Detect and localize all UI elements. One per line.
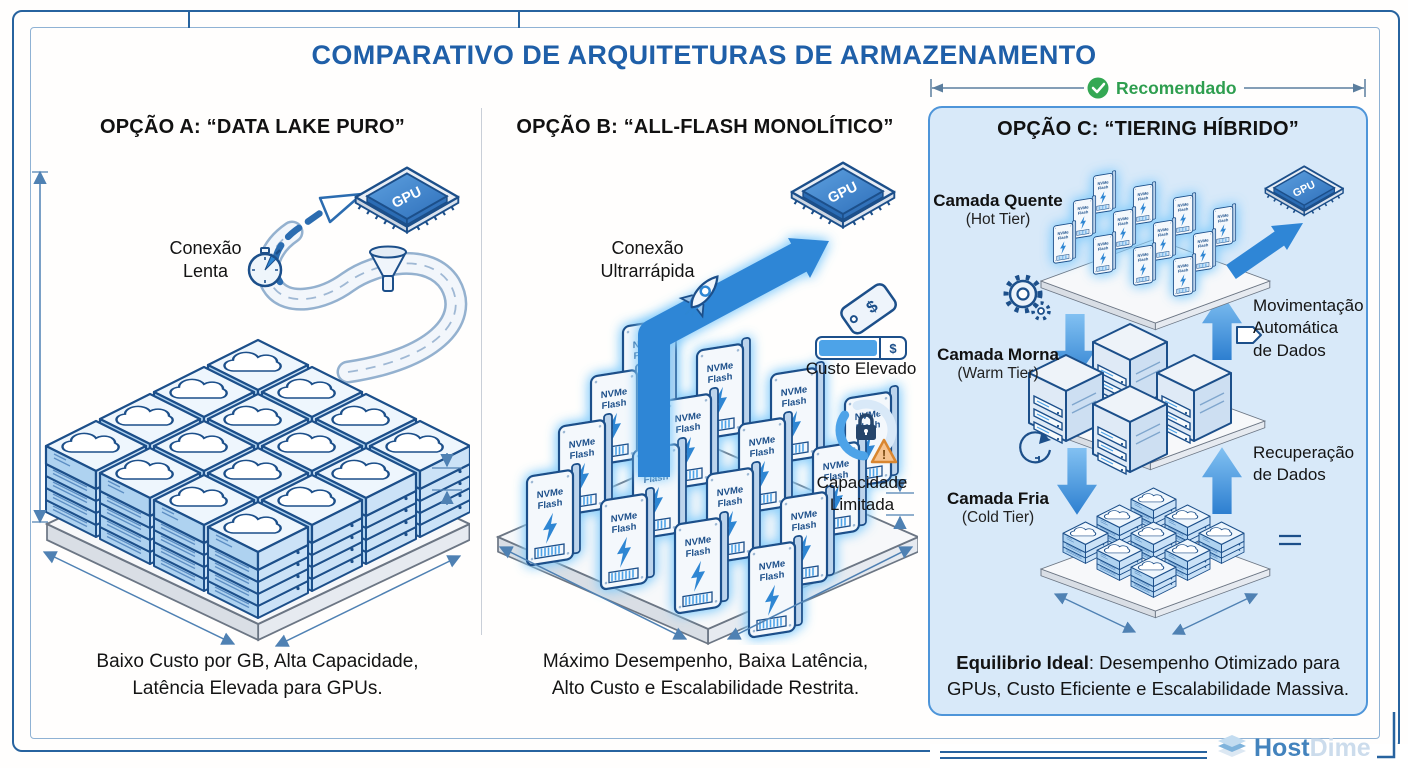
warning-mark: ! bbox=[882, 447, 886, 462]
equals-marks bbox=[1279, 534, 1301, 546]
hot-tier-flash-card bbox=[1112, 206, 1137, 250]
frame-tick bbox=[518, 10, 520, 28]
warm-tier-name: Camada Morna bbox=[937, 345, 1059, 364]
warning-icon: ! bbox=[870, 438, 898, 464]
hot-tier-label: Camada Quente (Hot Tier) bbox=[933, 191, 1063, 229]
page-title: COMPARATIVO DE ARQUITETURAS DE ARMAZENAM… bbox=[311, 40, 1097, 70]
fast-connection-label: Conexão Ultrarrápida bbox=[600, 238, 695, 282]
tier-up-arrow bbox=[1202, 447, 1242, 514]
nvme-flash-card bbox=[673, 510, 730, 615]
rocket-icon bbox=[678, 275, 719, 319]
blueprint-outer-border bbox=[12, 10, 1400, 752]
footer-band bbox=[930, 744, 1408, 768]
blueprint-inner-border bbox=[30, 27, 1380, 739]
panel-b-title: OPÇÃO B: “ALL-FLASH MONOLÍTICO” bbox=[516, 116, 894, 138]
auto-movement-label: Movimentação Automática de Dados bbox=[1253, 296, 1364, 360]
panel-a-title: OPÇÃO A: “DATA LAKE PURO” bbox=[100, 116, 405, 138]
hot-tier-flash-card bbox=[1132, 242, 1157, 286]
gpu-chip-icon bbox=[1264, 165, 1344, 217]
cloud-storage-stack bbox=[208, 502, 308, 618]
footer-rule bbox=[940, 757, 1207, 759]
data-flow-badge bbox=[1236, 326, 1262, 344]
panel-c-caption-rest: : Desempenho Otimizado para GPUs, Custo … bbox=[946, 652, 1350, 700]
hot-tier-flash-card bbox=[1132, 181, 1157, 225]
cost-label: Custo Elevado bbox=[805, 359, 917, 378]
hot-tier-subtitle: (Hot Tier) bbox=[965, 211, 1031, 228]
stopwatch-icon bbox=[247, 247, 283, 288]
warm-tier-label: Camada Morna (Warm Tier) bbox=[933, 345, 1063, 383]
hot-tier-flash-card bbox=[1092, 170, 1117, 214]
cost-meter-fill bbox=[819, 340, 877, 356]
panel-a-caption: Baixo Custo por GB, Alta Capacidade, Lat… bbox=[96, 651, 419, 699]
recommended-badge: Recomendado bbox=[930, 77, 1366, 99]
dimension-lines bbox=[498, 478, 914, 640]
panel-c-caption: Equilibrio Ideal: Desempenho Otimizado p… bbox=[942, 650, 1354, 703]
footer-bracket bbox=[1377, 712, 1396, 759]
cold-tier-subtitle: (Cold Tier) bbox=[961, 509, 1035, 526]
hostdime-logo-icon bbox=[1218, 734, 1246, 757]
slow-road bbox=[256, 220, 468, 384]
footer-rule bbox=[940, 751, 1207, 753]
panel-a-illustration bbox=[32, 166, 470, 647]
panel-b-illustration bbox=[497, 161, 918, 645]
tier-down-arrow bbox=[1057, 448, 1097, 515]
hostdime-logo: HostDime bbox=[1216, 734, 1371, 763]
gpu-feed-arrow bbox=[1226, 223, 1303, 279]
warm-tier-subtitle: (Warm Tier) bbox=[957, 365, 1039, 382]
fast-arrow bbox=[638, 238, 829, 477]
cold-tier-label: Camada Fria (Cold Tier) bbox=[933, 489, 1063, 527]
price-tag-icon: $ bbox=[840, 283, 897, 335]
capacity-label: Capacidade Limitada bbox=[816, 473, 908, 515]
gpu-chip-icon bbox=[354, 166, 460, 234]
nvme-flash-card bbox=[599, 486, 656, 591]
funnel-icon bbox=[369, 245, 407, 292]
cost-meter-currency: $ bbox=[879, 338, 905, 358]
cold-tier-name: Camada Fria bbox=[946, 489, 1050, 508]
slow-connection-label: Conexão Lenta bbox=[169, 238, 242, 282]
limited-capacity-icon: ! bbox=[835, 399, 898, 464]
hot-tier-flash-card bbox=[1072, 195, 1097, 239]
panel-divider bbox=[481, 108, 482, 635]
lock-icon bbox=[856, 413, 876, 440]
hot-tier-flash-card bbox=[1212, 203, 1237, 247]
sync-icon bbox=[1019, 431, 1052, 464]
nvme-flash-card bbox=[747, 534, 804, 639]
recommended-label: Recomendado bbox=[1116, 78, 1237, 98]
gear-icon bbox=[1003, 274, 1051, 321]
frame-tick bbox=[188, 10, 190, 28]
gpu-chip-icon bbox=[790, 161, 896, 229]
dimension-lines bbox=[1053, 593, 1259, 635]
brand-host: Host bbox=[1254, 734, 1310, 762]
hot-tier-flash-card bbox=[1192, 228, 1217, 272]
hot-tier-flash-card bbox=[1092, 231, 1117, 275]
cloud-stack-grid bbox=[46, 340, 470, 618]
dimension-lines bbox=[32, 170, 462, 647]
panel-c-illustration bbox=[1003, 165, 1344, 635]
hot-tier-flash-card bbox=[1172, 253, 1197, 297]
cost-meter: $ bbox=[815, 336, 907, 360]
brand-dime: Dime bbox=[1309, 734, 1371, 762]
panel-c-title: OPÇÃO C: “TIERING HÍBRIDO” bbox=[997, 118, 1299, 140]
hot-tier-flash-card bbox=[1152, 217, 1177, 261]
panel-b-caption: Máximo Desempenho, Baixa Latência, Alto … bbox=[542, 651, 869, 699]
nvme-flash-card bbox=[525, 462, 582, 567]
check-icon bbox=[1087, 77, 1109, 99]
hot-tier-flash-card bbox=[1172, 192, 1197, 236]
panel-c-caption-bold: Equilibrio Ideal bbox=[956, 652, 1089, 673]
data-recovery-label: Recuperação de Dados bbox=[1253, 443, 1355, 485]
hot-tier-name: Camada Quente bbox=[933, 191, 1063, 210]
